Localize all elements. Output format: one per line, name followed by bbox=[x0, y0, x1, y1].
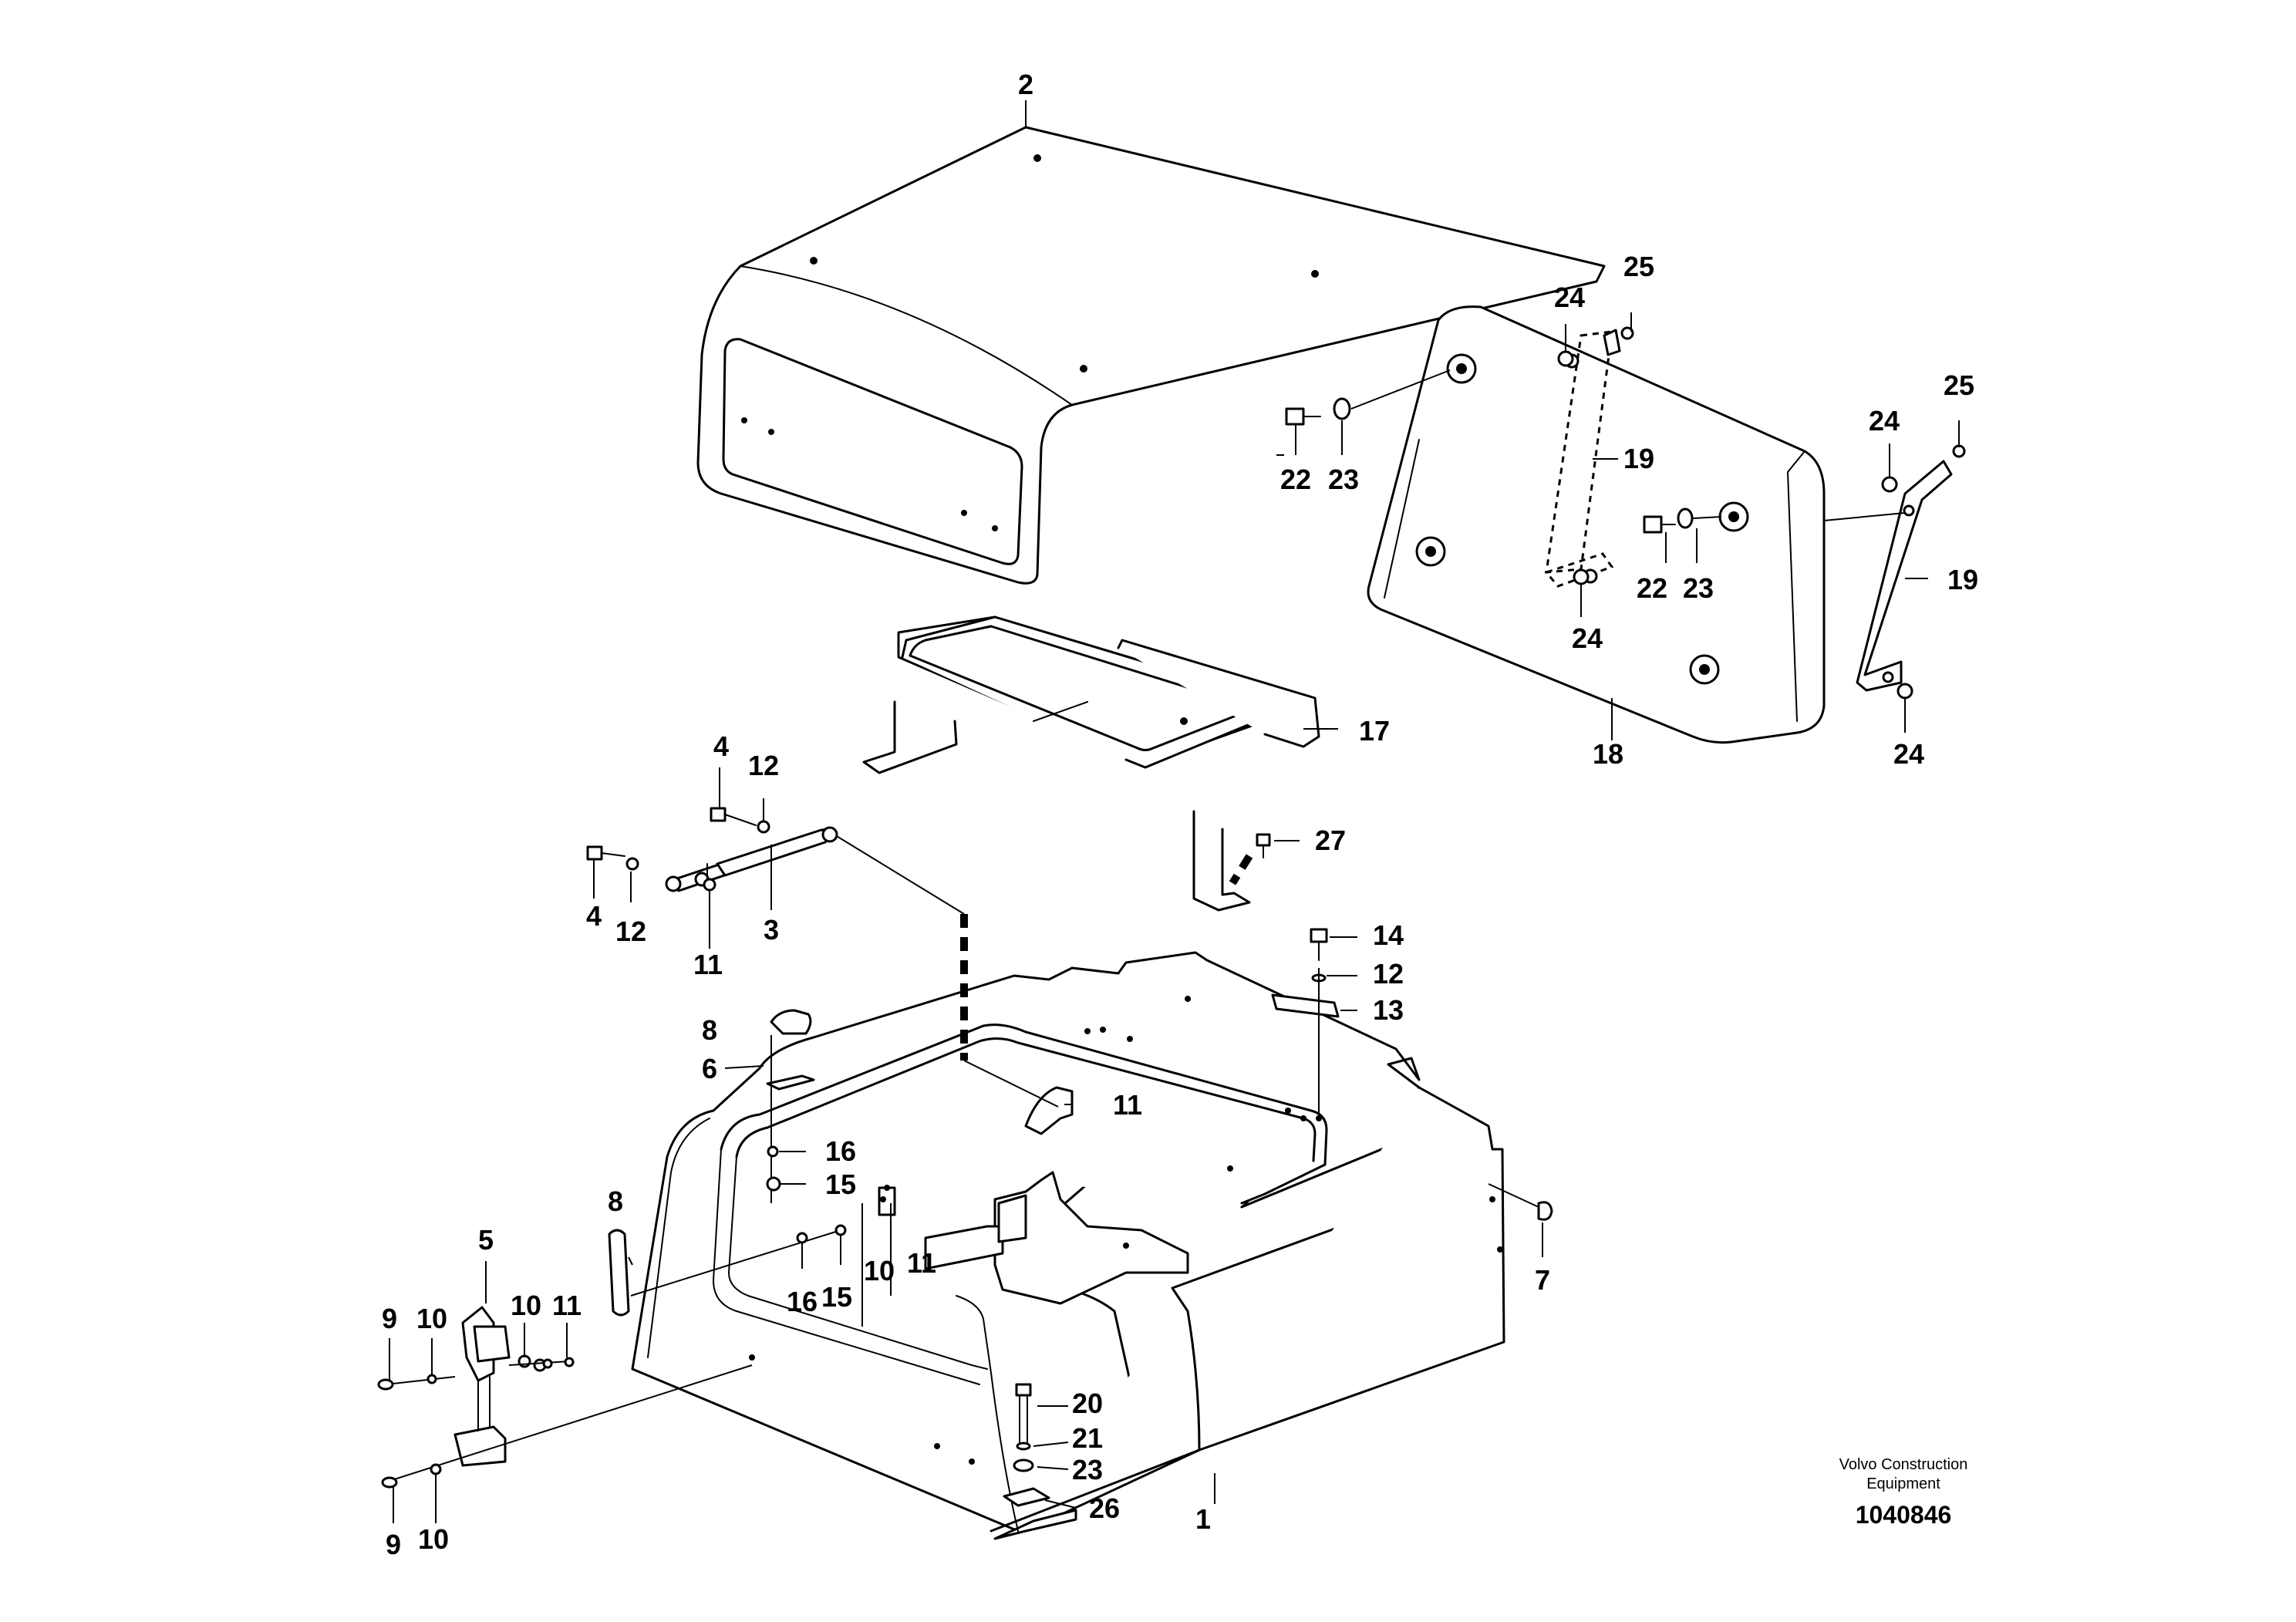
callout-14: 14 bbox=[1373, 919, 1404, 951]
callout-26: 26 bbox=[1089, 1492, 1120, 1524]
bracket-fastener-set bbox=[1271, 928, 1357, 1118]
callout-16b: 16 bbox=[787, 1286, 818, 1317]
callout-16a: 16 bbox=[825, 1135, 856, 1167]
bottom-bolt-stack bbox=[1003, 1383, 1077, 1509]
callout-4b: 4 bbox=[586, 900, 602, 932]
callout-19b: 19 bbox=[1947, 564, 1978, 595]
callout-8b: 8 bbox=[608, 1185, 623, 1217]
callout-24a: 24 bbox=[1554, 282, 1585, 313]
callout-19a: 19 bbox=[1623, 443, 1654, 474]
handle-parts bbox=[608, 1009, 892, 1327]
callout-25a: 25 bbox=[1623, 251, 1654, 282]
callout-15b: 15 bbox=[821, 1281, 852, 1313]
callout-23a: 23 bbox=[1328, 464, 1359, 495]
callout-1: 1 bbox=[1195, 1503, 1211, 1535]
callout-4a: 4 bbox=[713, 730, 729, 762]
callout-17: 17 bbox=[1359, 715, 1390, 747]
gas-strut-part bbox=[665, 826, 838, 892]
callout-10c: 10 bbox=[416, 1303, 447, 1334]
callout-10d: 10 bbox=[418, 1523, 449, 1555]
callout-11b: 11 bbox=[1113, 1089, 1142, 1121]
brand-name-line1: Volvo Construction bbox=[1839, 1456, 1968, 1473]
callout-20: 20 bbox=[1072, 1388, 1103, 1419]
callout-23b: 23 bbox=[1683, 572, 1714, 604]
strut-fasteners bbox=[586, 767, 772, 949]
callout-5: 5 bbox=[478, 1224, 494, 1256]
callout-15a: 15 bbox=[825, 1168, 856, 1200]
plug-part bbox=[1488, 1183, 1553, 1257]
document-number: 1040846 bbox=[1856, 1501, 1952, 1529]
callout-12b: 12 bbox=[615, 916, 646, 947]
callout-12a: 12 bbox=[748, 750, 779, 781]
top-cover-part bbox=[696, 100, 1606, 585]
callout-6: 6 bbox=[702, 1053, 717, 1084]
callout-25b: 25 bbox=[1944, 369, 1974, 401]
callout-3: 3 bbox=[764, 914, 779, 946]
callout-24c: 24 bbox=[1572, 622, 1603, 654]
callout-12c: 12 bbox=[1373, 958, 1404, 990]
support-strap-part bbox=[1856, 460, 1953, 692]
callout-10a: 10 bbox=[864, 1255, 895, 1286]
callout-7: 7 bbox=[1535, 1264, 1550, 1296]
storage-tray-part bbox=[862, 615, 1338, 912]
callout-24b: 24 bbox=[1869, 405, 1900, 437]
callout-11c: 11 bbox=[907, 1247, 936, 1279]
callout-22b: 22 bbox=[1637, 572, 1667, 604]
callout-22a: 22 bbox=[1280, 464, 1311, 495]
callout-11a: 11 bbox=[693, 949, 723, 980]
callout-21: 21 bbox=[1072, 1422, 1103, 1454]
callout-24d: 24 bbox=[1893, 738, 1924, 770]
footer-block: Volvo Construction Equipment 1040846 bbox=[1839, 1456, 1968, 1529]
callout-13: 13 bbox=[1373, 994, 1404, 1026]
callout-10b: 10 bbox=[511, 1290, 541, 1321]
callout-9a: 9 bbox=[382, 1303, 397, 1334]
main-housing-part bbox=[631, 951, 1505, 1540]
callout-9b: 9 bbox=[386, 1529, 401, 1560]
leader-lines bbox=[1276, 312, 1960, 733]
callout-18: 18 bbox=[1593, 738, 1623, 770]
brand-name-line2: Equipment bbox=[1866, 1475, 1940, 1492]
callout-27: 27 bbox=[1315, 824, 1346, 856]
clip-part bbox=[1256, 833, 1300, 858]
callout-23c: 23 bbox=[1072, 1454, 1103, 1485]
assembly-guide-lines bbox=[824, 828, 1253, 1108]
callout-8a: 8 bbox=[702, 1014, 717, 1046]
callout-2: 2 bbox=[1018, 69, 1033, 100]
latch-fasteners bbox=[377, 1323, 753, 1523]
callout-labels: 2 25 24 25 24 19 22 23 22 23 19 24 17 18… bbox=[382, 69, 1978, 1560]
callout-11d: 11 bbox=[552, 1290, 582, 1321]
rear-panel-part bbox=[1367, 305, 1826, 744]
